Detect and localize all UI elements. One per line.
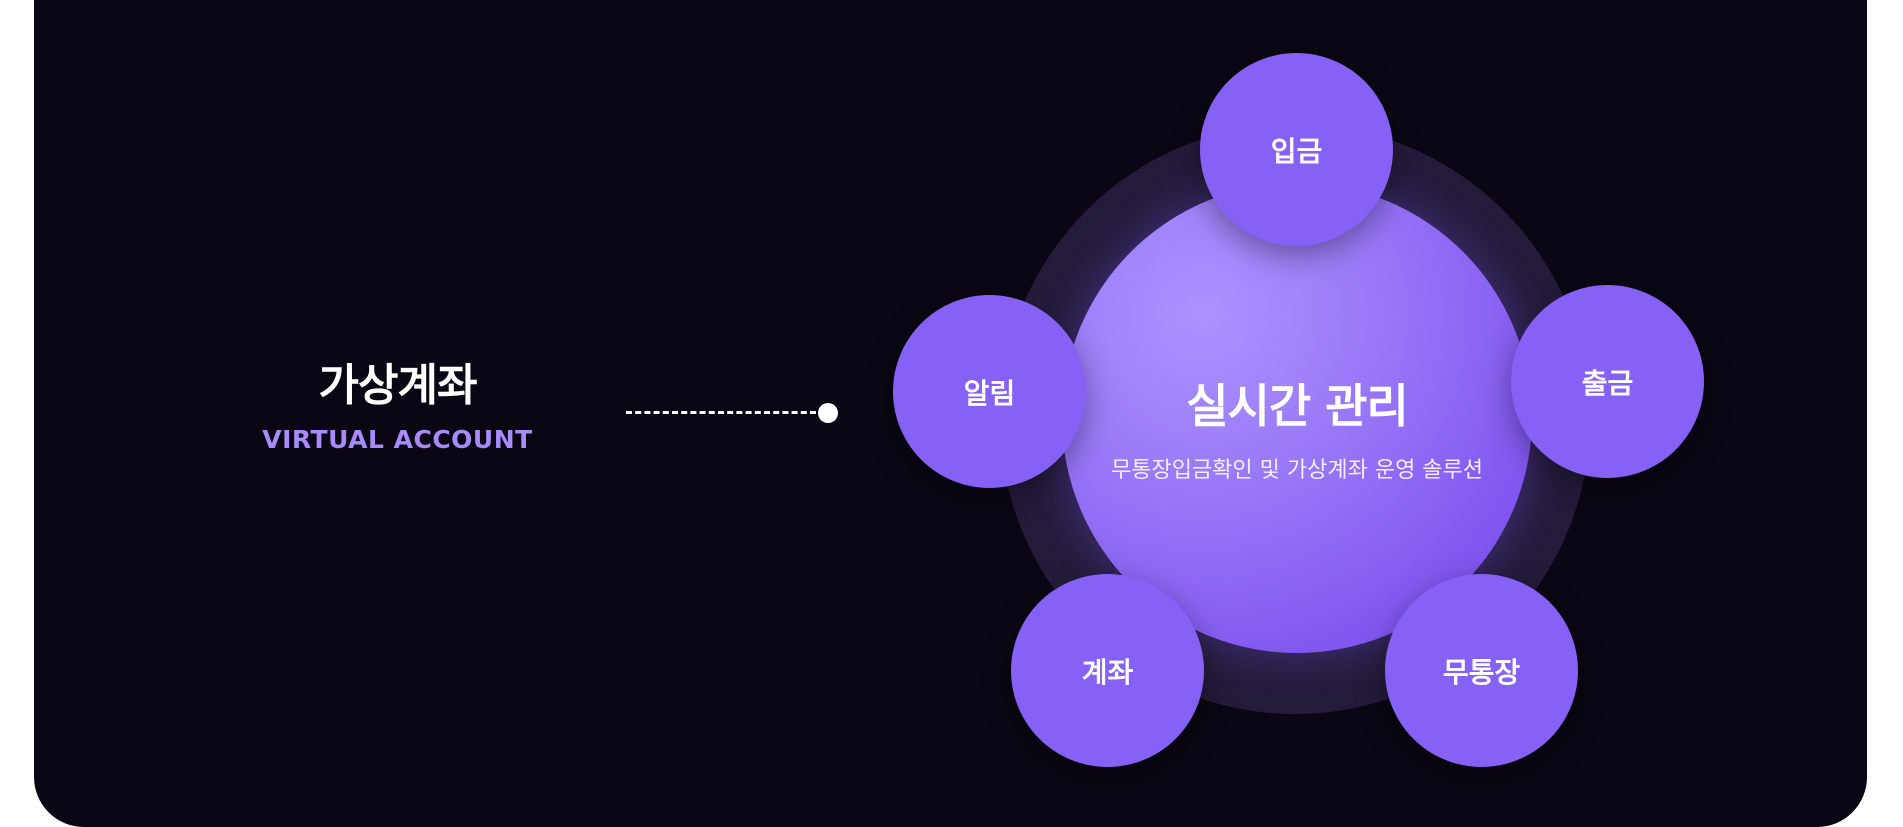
node-account: 계좌 — [1011, 574, 1204, 767]
title-korean: 가상계좌 — [318, 360, 478, 411]
node-bank-transfer: 무통장 — [1385, 574, 1578, 767]
node-notification: 알림 — [893, 295, 1086, 488]
dashed-connector — [626, 411, 816, 417]
title-english: VIRTUAL ACCOUNT — [262, 425, 533, 454]
core-circle — [1062, 183, 1532, 653]
connector-dot — [818, 403, 838, 423]
core-title: 실시간 관리 — [1186, 379, 1409, 433]
node-withdrawal: 출금 — [1511, 285, 1704, 478]
node-deposit: 입금 — [1200, 53, 1393, 246]
title-block: 가상계좌 VIRTUAL ACCOUNT — [200, 350, 595, 454]
core-subtitle: 무통장입금확인 및 가상계좌 운영 솔루션 — [1110, 458, 1484, 483]
